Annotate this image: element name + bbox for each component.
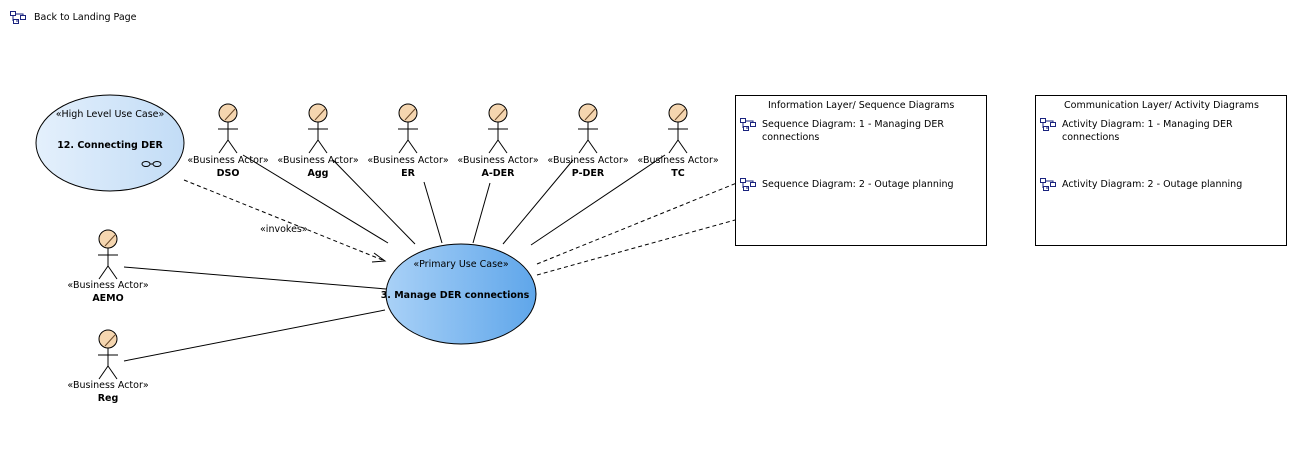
actor-name-reg: Reg bbox=[97, 393, 119, 404]
high-level-stereotype: «High Level Use Case» bbox=[56, 109, 165, 120]
actor-stereotype-reg: «Business Actor» bbox=[67, 380, 149, 391]
back-link-label: Back to Landing Page bbox=[34, 12, 137, 23]
diagram-link-icon bbox=[10, 11, 26, 24]
actor-stereotype-tc: «Business Actor» bbox=[637, 155, 719, 166]
activity-diagram-label-1: Activity Diagram: 1 - Managing DER conne… bbox=[1062, 119, 1233, 143]
assoc-er bbox=[423, 181, 443, 244]
diagram-link-icon bbox=[1040, 178, 1056, 191]
actors-group bbox=[98, 103, 688, 380]
actor-figure-reg[interactable] bbox=[98, 329, 118, 380]
assoc-reg bbox=[123, 309, 386, 362]
actor-stereotype-ader: «Business Actor» bbox=[457, 155, 539, 166]
actor-figure-tc[interactable] bbox=[668, 103, 688, 154]
assoc-pder bbox=[502, 159, 574, 245]
communication-layer-title: Communication Layer/ Activity Diagrams bbox=[1064, 100, 1259, 111]
high-level-name: 12. Connecting DER bbox=[57, 140, 163, 151]
actor-figure-a-der[interactable] bbox=[488, 103, 508, 154]
actor-stereotype-er: «Business Actor» bbox=[367, 155, 449, 166]
actor-stereotype-agg: «Business Actor» bbox=[277, 155, 359, 166]
actor-figure-er[interactable] bbox=[398, 103, 418, 154]
actor-name-tc: TC bbox=[671, 168, 685, 179]
actor-figure-dso[interactable] bbox=[218, 103, 238, 154]
sequence-diagram-label-2: Sequence Diagram: 2 - Outage planning bbox=[762, 179, 954, 190]
actor-name-aemo: AEMO bbox=[92, 293, 124, 304]
information-layer-title: Information Layer/ Sequence Diagrams bbox=[768, 100, 955, 111]
high-level-use-case[interactable]: «High Level Use Case» 12. Connecting DER bbox=[35, 94, 185, 192]
activity-diagram-link-1[interactable]: Activity Diagram: 1 - Managing DER conne… bbox=[1040, 118, 1247, 144]
actor-name-pder: P-DER bbox=[571, 168, 605, 179]
diagram-link-icon bbox=[740, 118, 756, 131]
assoc-aemo bbox=[123, 266, 387, 290]
diagram-link-icon bbox=[1040, 118, 1056, 131]
assoc-ader bbox=[472, 182, 491, 244]
primary-name: 3. Manage DER connections bbox=[381, 290, 530, 301]
invokes-label: «invokes» bbox=[260, 224, 308, 235]
actor-figure-agg[interactable] bbox=[308, 103, 328, 154]
actor-name-dso: DSO bbox=[216, 168, 240, 179]
actor-figure-aemo[interactable] bbox=[98, 229, 118, 280]
sequence-diagram-link-1[interactable]: Sequence Diagram: 1 - Managing DER conne… bbox=[740, 118, 952, 144]
information-layer-box: Information Layer/ Sequence Diagrams Seq… bbox=[735, 95, 987, 246]
association-lines bbox=[123, 154, 666, 362]
actor-figure-p-der[interactable] bbox=[578, 103, 598, 154]
communication-layer-box: Communication Layer/ Activity Diagrams A… bbox=[1035, 95, 1287, 246]
primary-use-case[interactable]: «Primary Use Case» 3. Manage DER connect… bbox=[381, 243, 537, 345]
assoc-dso bbox=[242, 154, 389, 244]
assoc-tc bbox=[530, 154, 666, 246]
activity-diagram-label-2: Activity Diagram: 2 - Outage planning bbox=[1062, 179, 1243, 190]
invokes-line bbox=[183, 179, 386, 262]
actor-stereotype-dso: «Business Actor» bbox=[187, 155, 269, 166]
sequence-diagram-label-1: Sequence Diagram: 1 - Managing DER conne… bbox=[762, 119, 944, 143]
actor-name-ader: A-DER bbox=[481, 168, 515, 179]
primary-stereotype: «Primary Use Case» bbox=[413, 259, 509, 270]
activity-diagram-link-2[interactable]: Activity Diagram: 2 - Outage planning bbox=[1040, 178, 1272, 191]
actor-name-agg: Agg bbox=[307, 168, 329, 179]
assoc-agg bbox=[332, 159, 416, 245]
actor-stereotype-pder: «Business Actor» bbox=[547, 155, 629, 166]
back-to-landing-link[interactable]: Back to Landing Page bbox=[10, 11, 137, 24]
sequence-diagram-link-2[interactable]: Sequence Diagram: 2 - Outage planning bbox=[740, 178, 972, 191]
actor-name-er: ER bbox=[401, 168, 415, 179]
actor-stereotype-aemo: «Business Actor» bbox=[67, 280, 149, 291]
invokes-arrowhead bbox=[371, 252, 387, 263]
composite-link-icon bbox=[141, 161, 162, 167]
diagram-link-icon bbox=[740, 178, 756, 191]
